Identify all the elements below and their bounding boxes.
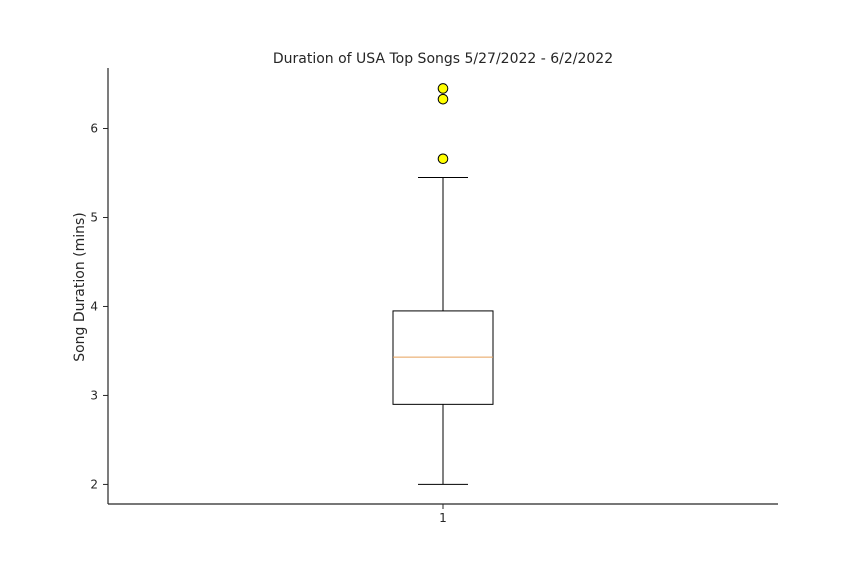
y-tick-label: 4: [90, 299, 98, 313]
chart-title: Duration of USA Top Songs 5/27/2022 - 6/…: [273, 51, 613, 67]
plot-marks: [392, 83, 494, 485]
x-tick-label: 1: [439, 511, 447, 525]
y-tick-label: 6: [90, 122, 98, 136]
outlier-point: [437, 93, 449, 105]
axes: 2 3 4 5 6 1: [90, 68, 778, 525]
y-tick-label: 5: [90, 210, 98, 224]
outlier-point: [437, 83, 449, 94]
outlier-point: [437, 153, 449, 165]
y-tick-label: 3: [90, 388, 98, 402]
y-axis-label: Song Duration (mins): [72, 212, 88, 362]
y-tick-label: 2: [90, 477, 98, 491]
